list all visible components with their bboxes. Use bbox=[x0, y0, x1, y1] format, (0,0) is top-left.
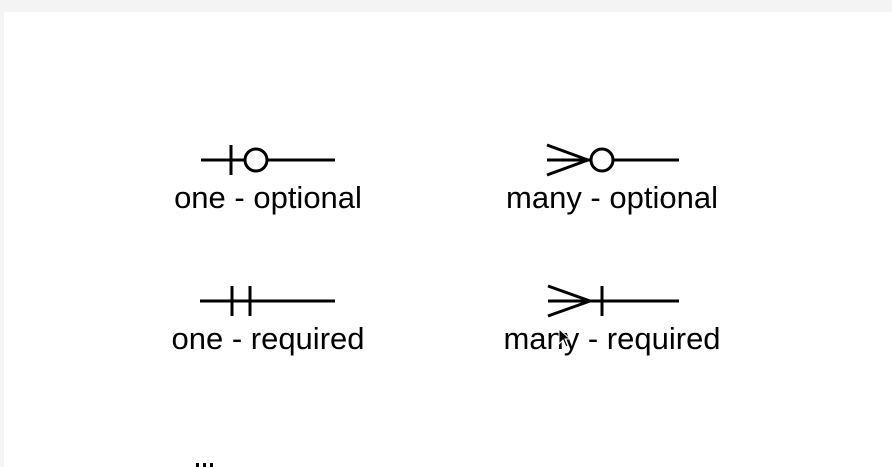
one-required-crowfoot-icon bbox=[200, 286, 335, 316]
one-optional-crowfoot-icon bbox=[201, 145, 335, 175]
notation-label: many - required bbox=[503, 321, 721, 356]
diagram-canvas: one - optional many - optional one - req… bbox=[4, 12, 892, 467]
many-required-crowfoot-icon bbox=[547, 284, 679, 318]
cropped-glyph-icon bbox=[196, 463, 213, 467]
notation-one-optional: one - optional bbox=[128, 142, 408, 216]
notation-many-optional: many - optional bbox=[472, 142, 752, 216]
notation-many-required: many - required bbox=[472, 283, 752, 357]
notation-label: one - optional bbox=[174, 180, 362, 215]
notation-label: one - required bbox=[171, 321, 365, 356]
notation-one-required: one - required bbox=[128, 283, 408, 357]
many-optional-crowfoot-icon bbox=[546, 143, 679, 177]
notation-label: many - optional bbox=[506, 180, 718, 215]
mouse-cursor-icon bbox=[558, 328, 572, 348]
